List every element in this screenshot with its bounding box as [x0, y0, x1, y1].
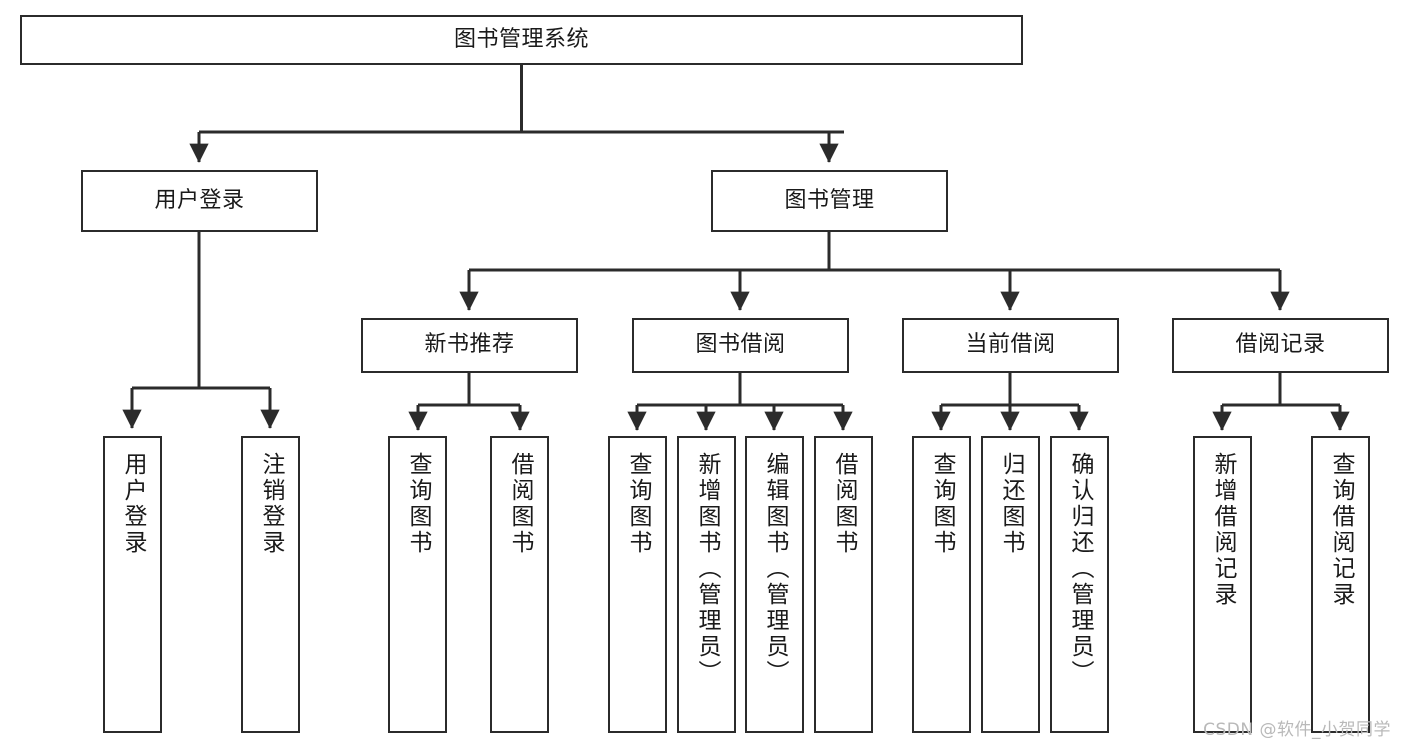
node-new-book-recommend[interactable]: 新书推荐	[361, 318, 578, 373]
leaf-user-login-signin[interactable]: 用户登录	[103, 436, 162, 733]
leaf-new-books-borrow[interactable]: 借阅图书	[490, 436, 549, 733]
leaf-current-query[interactable]: 查询图书	[912, 436, 971, 733]
leaf-borrow-edit-book-label: 编辑图书（管理员）	[762, 452, 788, 686]
leaf-new-books-borrow-label: 借阅图书	[507, 452, 533, 556]
node-root-system-label: 图书管理系统	[453, 26, 589, 52]
leaf-current-query-label: 查询图书	[929, 452, 955, 556]
leaf-borrow-query-label: 查询图书	[625, 452, 651, 556]
leaf-user-login-signin-label: 用户登录	[120, 452, 146, 556]
node-book-borrow[interactable]: 图书借阅	[632, 318, 849, 373]
leaf-borrow-borrow-book[interactable]: 借阅图书	[814, 436, 873, 733]
leaf-current-return-label: 归还图书	[998, 452, 1024, 556]
leaf-records-add-label: 新增借阅记录	[1210, 452, 1236, 608]
node-book-borrow-label: 图书借阅	[695, 332, 786, 358]
node-borrow-records[interactable]: 借阅记录	[1172, 318, 1389, 373]
leaf-borrow-add-book[interactable]: 新增图书（管理员）	[677, 436, 736, 733]
leaf-borrow-query[interactable]: 查询图书	[608, 436, 667, 733]
leaf-records-add[interactable]: 新增借阅记录	[1193, 436, 1252, 733]
leaf-borrow-edit-book[interactable]: 编辑图书（管理员）	[745, 436, 804, 733]
leaf-borrow-add-book-label: 新增图书（管理员）	[694, 452, 720, 686]
node-current-borrow-label: 当前借阅	[965, 332, 1056, 358]
node-user-login[interactable]: 用户登录	[81, 170, 318, 232]
leaf-new-books-query-label: 查询图书	[405, 452, 431, 556]
leaf-records-query-label: 查询借阅记录	[1328, 452, 1354, 608]
leaf-current-return[interactable]: 归还图书	[981, 436, 1040, 733]
node-user-login-label: 用户登录	[154, 187, 245, 213]
node-book-management[interactable]: 图书管理	[711, 170, 948, 232]
node-root-system[interactable]: 图书管理系统	[20, 15, 1023, 65]
node-borrow-records-label: 借阅记录	[1235, 332, 1326, 358]
leaf-user-login-signout[interactable]: 注销登录	[241, 436, 300, 733]
leaf-current-confirm-return[interactable]: 确认归还（管理员）	[1050, 436, 1109, 733]
watermark-csdn: CSDN @软件_小贺同学	[1203, 720, 1391, 740]
leaf-records-query[interactable]: 查询借阅记录	[1311, 436, 1370, 733]
node-current-borrow[interactable]: 当前借阅	[902, 318, 1119, 373]
leaf-borrow-borrow-book-label: 借阅图书	[831, 452, 857, 556]
leaf-new-books-query[interactable]: 查询图书	[388, 436, 447, 733]
node-new-book-recommend-label: 新书推荐	[424, 332, 515, 358]
leaf-current-confirm-return-label: 确认归还（管理员）	[1067, 452, 1093, 686]
node-book-management-label: 图书管理	[784, 187, 875, 213]
leaf-user-login-signout-label: 注销登录	[258, 452, 284, 556]
